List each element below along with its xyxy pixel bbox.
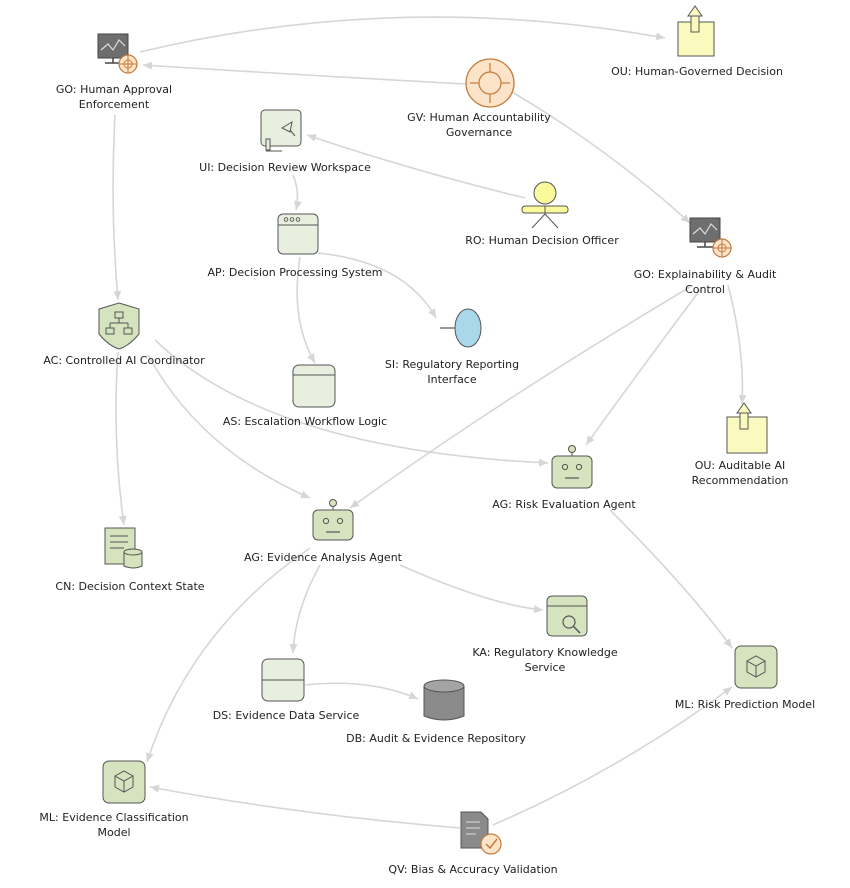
ui-workspace-label: UI: Decision Review Workspace <box>199 161 371 174</box>
edge-ap-to-as <box>296 256 316 364</box>
as-escalation-icon[interactable] <box>292 364 336 408</box>
ag-risk-icon[interactable] <box>551 445 593 489</box>
ds-data-icon[interactable] <box>261 658 305 702</box>
edge-go-approval-to-ac <box>112 114 122 301</box>
edge-qv-to-ml-evidence <box>149 784 461 829</box>
ap-system-icon[interactable] <box>277 213 319 255</box>
edge-ac-to-ag-evidence <box>147 354 311 499</box>
ap-system-label: AP: Decision Processing System <box>207 266 383 279</box>
as-escalation-label: AS: Escalation Workflow Logic <box>222 415 388 428</box>
edge-go-explain-to-ag-evidence <box>349 286 691 509</box>
gv-governance-label: GV: Human Accountability Governance <box>407 111 551 139</box>
db-repo-label: DB: Audit & Evidence Repository <box>346 732 526 745</box>
edge-go-approval-to-ou-human <box>139 16 666 53</box>
edge-go-explain-to-ou-auditable <box>727 284 747 405</box>
db-repo-icon[interactable] <box>423 679 465 721</box>
ac-coordinator-label: AC: Controlled AI Coordinator <box>43 354 205 367</box>
edge-ag-evidence-to-ds <box>289 564 321 654</box>
qv-validation-icon[interactable] <box>460 811 502 855</box>
gv-governance-icon[interactable] <box>465 58 515 108</box>
edge-ap-to-si <box>317 252 437 319</box>
ui-workspace-icon[interactable] <box>260 109 302 152</box>
ds-data-label: DS: Evidence Data Service <box>212 709 360 722</box>
ou-auditable-icon[interactable] <box>726 402 768 454</box>
go-explain-icon[interactable] <box>689 217 732 258</box>
ag-evidence-icon[interactable] <box>312 499 354 541</box>
edge-ac-to-ag-risk <box>154 339 549 467</box>
ml-risk-icon[interactable] <box>734 645 778 689</box>
edge-go-explain-to-ag-risk <box>585 289 701 446</box>
ro-officer-label: RO: Human Decision Officer <box>465 234 619 247</box>
edge-ro-to-ui <box>306 134 526 199</box>
edge-ag-evidence-to-ka <box>399 564 544 614</box>
ml-risk-label: ML: Risk Prediction Model <box>674 698 816 711</box>
edges <box>112 16 747 829</box>
edge-ui-to-ap <box>292 174 302 211</box>
edge-gv-to-go-approval <box>142 61 467 85</box>
edge-ds-to-db <box>304 682 419 700</box>
ou-auditable-label: OU: Auditable AI Recommendation <box>691 459 789 487</box>
go-approval-label: GO: Human Approval Enforcement <box>55 83 173 111</box>
ag-evidence-label: AG: Evidence Analysis Agent <box>244 551 402 564</box>
edge-ag-risk-to-ml-risk <box>609 509 733 649</box>
go-explain-label: GO: Explainability & Audit Control <box>633 268 777 296</box>
edge-ac-to-cn <box>115 351 127 526</box>
edge-qv-to-ml-risk <box>492 686 733 826</box>
ac-coordinator-icon[interactable] <box>98 302 140 350</box>
edge-gv-to-go-explain <box>511 91 691 224</box>
go-approval-icon[interactable] <box>97 33 138 74</box>
ka-knowledge-label: KA: Regulatory Knowledge Service <box>472 646 618 674</box>
si-interface-icon[interactable] <box>440 308 482 348</box>
ka-knowledge-icon[interactable] <box>546 595 588 637</box>
qv-validation-label: QV: Bias & Accuracy Validation <box>388 863 558 876</box>
edge-ag-evidence-to-ml-evidence <box>145 547 311 763</box>
ou-human-icon[interactable] <box>677 5 715 57</box>
ro-officer-icon[interactable] <box>521 181 569 229</box>
ml-evidence-icon[interactable] <box>102 760 146 804</box>
ou-human-label: OU: Human-Governed Decision <box>611 65 783 78</box>
ml-evidence-label: ML: Evidence Classification Model <box>39 811 189 839</box>
si-interface-label: SI: Regulatory Reporting Interface <box>384 358 520 386</box>
cn-state-label: CN: Decision Context State <box>55 580 205 593</box>
cn-state-icon[interactable] <box>104 527 143 569</box>
ag-risk-label: AG: Risk Evaluation Agent <box>492 498 636 511</box>
